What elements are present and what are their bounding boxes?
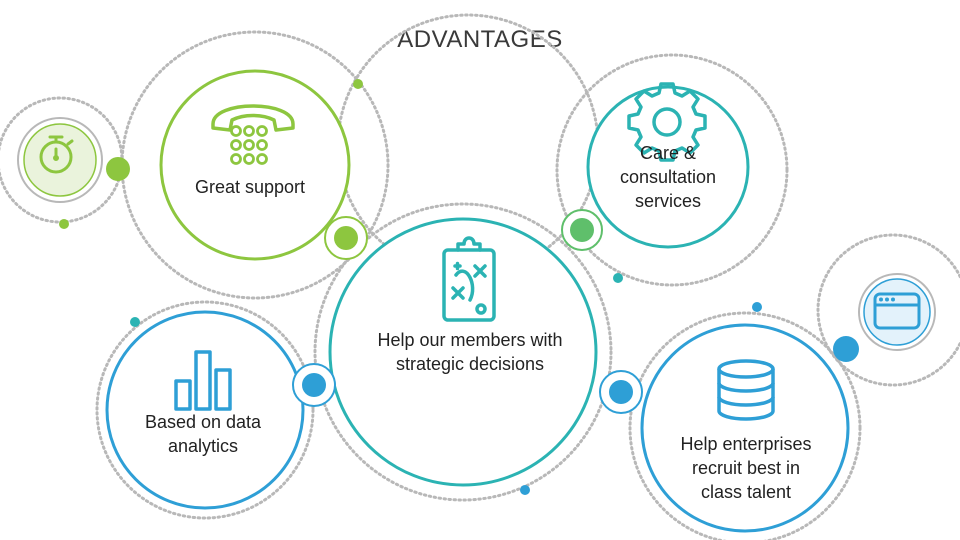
dot-small-blue <box>752 302 762 312</box>
label-analytics: Based on data analytics <box>118 410 288 458</box>
stopwatch-node-inner <box>23 123 97 197</box>
ring-recruit <box>628 311 862 540</box>
label-care-line-3: services <box>634 191 701 211</box>
circle-great-support <box>159 69 351 261</box>
label-strategic-line-1: Help our members with <box>377 330 563 350</box>
label-analytics-line-2: analytics <box>167 436 239 456</box>
label-great-support: Great support <box>165 175 335 199</box>
gear-icon <box>627 82 707 162</box>
clipboard-strategy-icon <box>442 236 496 322</box>
ring-browser <box>816 233 960 387</box>
label-great-support-text: Great support <box>194 177 306 197</box>
dot-blue-far-right <box>833 336 859 362</box>
database-icon <box>717 359 775 421</box>
dot-small-lime-2 <box>59 219 69 229</box>
browser-window-icon <box>873 292 921 330</box>
label-strategic: Help our members with strategic decision… <box>340 328 600 376</box>
stopwatch-icon <box>39 135 74 174</box>
ring-care <box>555 53 789 287</box>
dot-small-teal <box>613 273 623 283</box>
page-title: ADVANTAGES <box>397 26 563 53</box>
dot-green <box>570 218 594 242</box>
bar-chart-icon <box>174 350 232 411</box>
label-care-line-2: consultation <box>619 167 717 187</box>
ring-analytics <box>95 300 315 520</box>
label-care-line-1: Care & <box>639 143 697 163</box>
dot-small-lime <box>353 79 363 89</box>
label-strategic-line-2: strategic decisions <box>395 354 545 374</box>
circle-strategic <box>328 217 598 487</box>
dot-small-teal-2 <box>130 317 140 327</box>
dot-blue-right <box>609 380 633 404</box>
circle-recruit <box>640 323 850 533</box>
label-recruit-line-3: class talent <box>700 482 792 502</box>
label-care: Care & consultation services <box>593 141 743 213</box>
label-recruit: Help enterprises recruit best in class t… <box>655 432 837 504</box>
ring-strategic <box>313 202 613 502</box>
dot-blue-left <box>302 373 326 397</box>
telephone-icon <box>211 104 295 165</box>
label-recruit-line-2: recruit best in <box>691 458 801 478</box>
label-recruit-line-1: Help enterprises <box>680 434 812 454</box>
dot-lime-left <box>106 157 130 181</box>
dot-lime-center <box>334 226 358 250</box>
connector-dots <box>59 79 859 495</box>
label-analytics-line-1: Based on data <box>144 412 262 432</box>
dot-small-blue-2 <box>520 485 530 495</box>
